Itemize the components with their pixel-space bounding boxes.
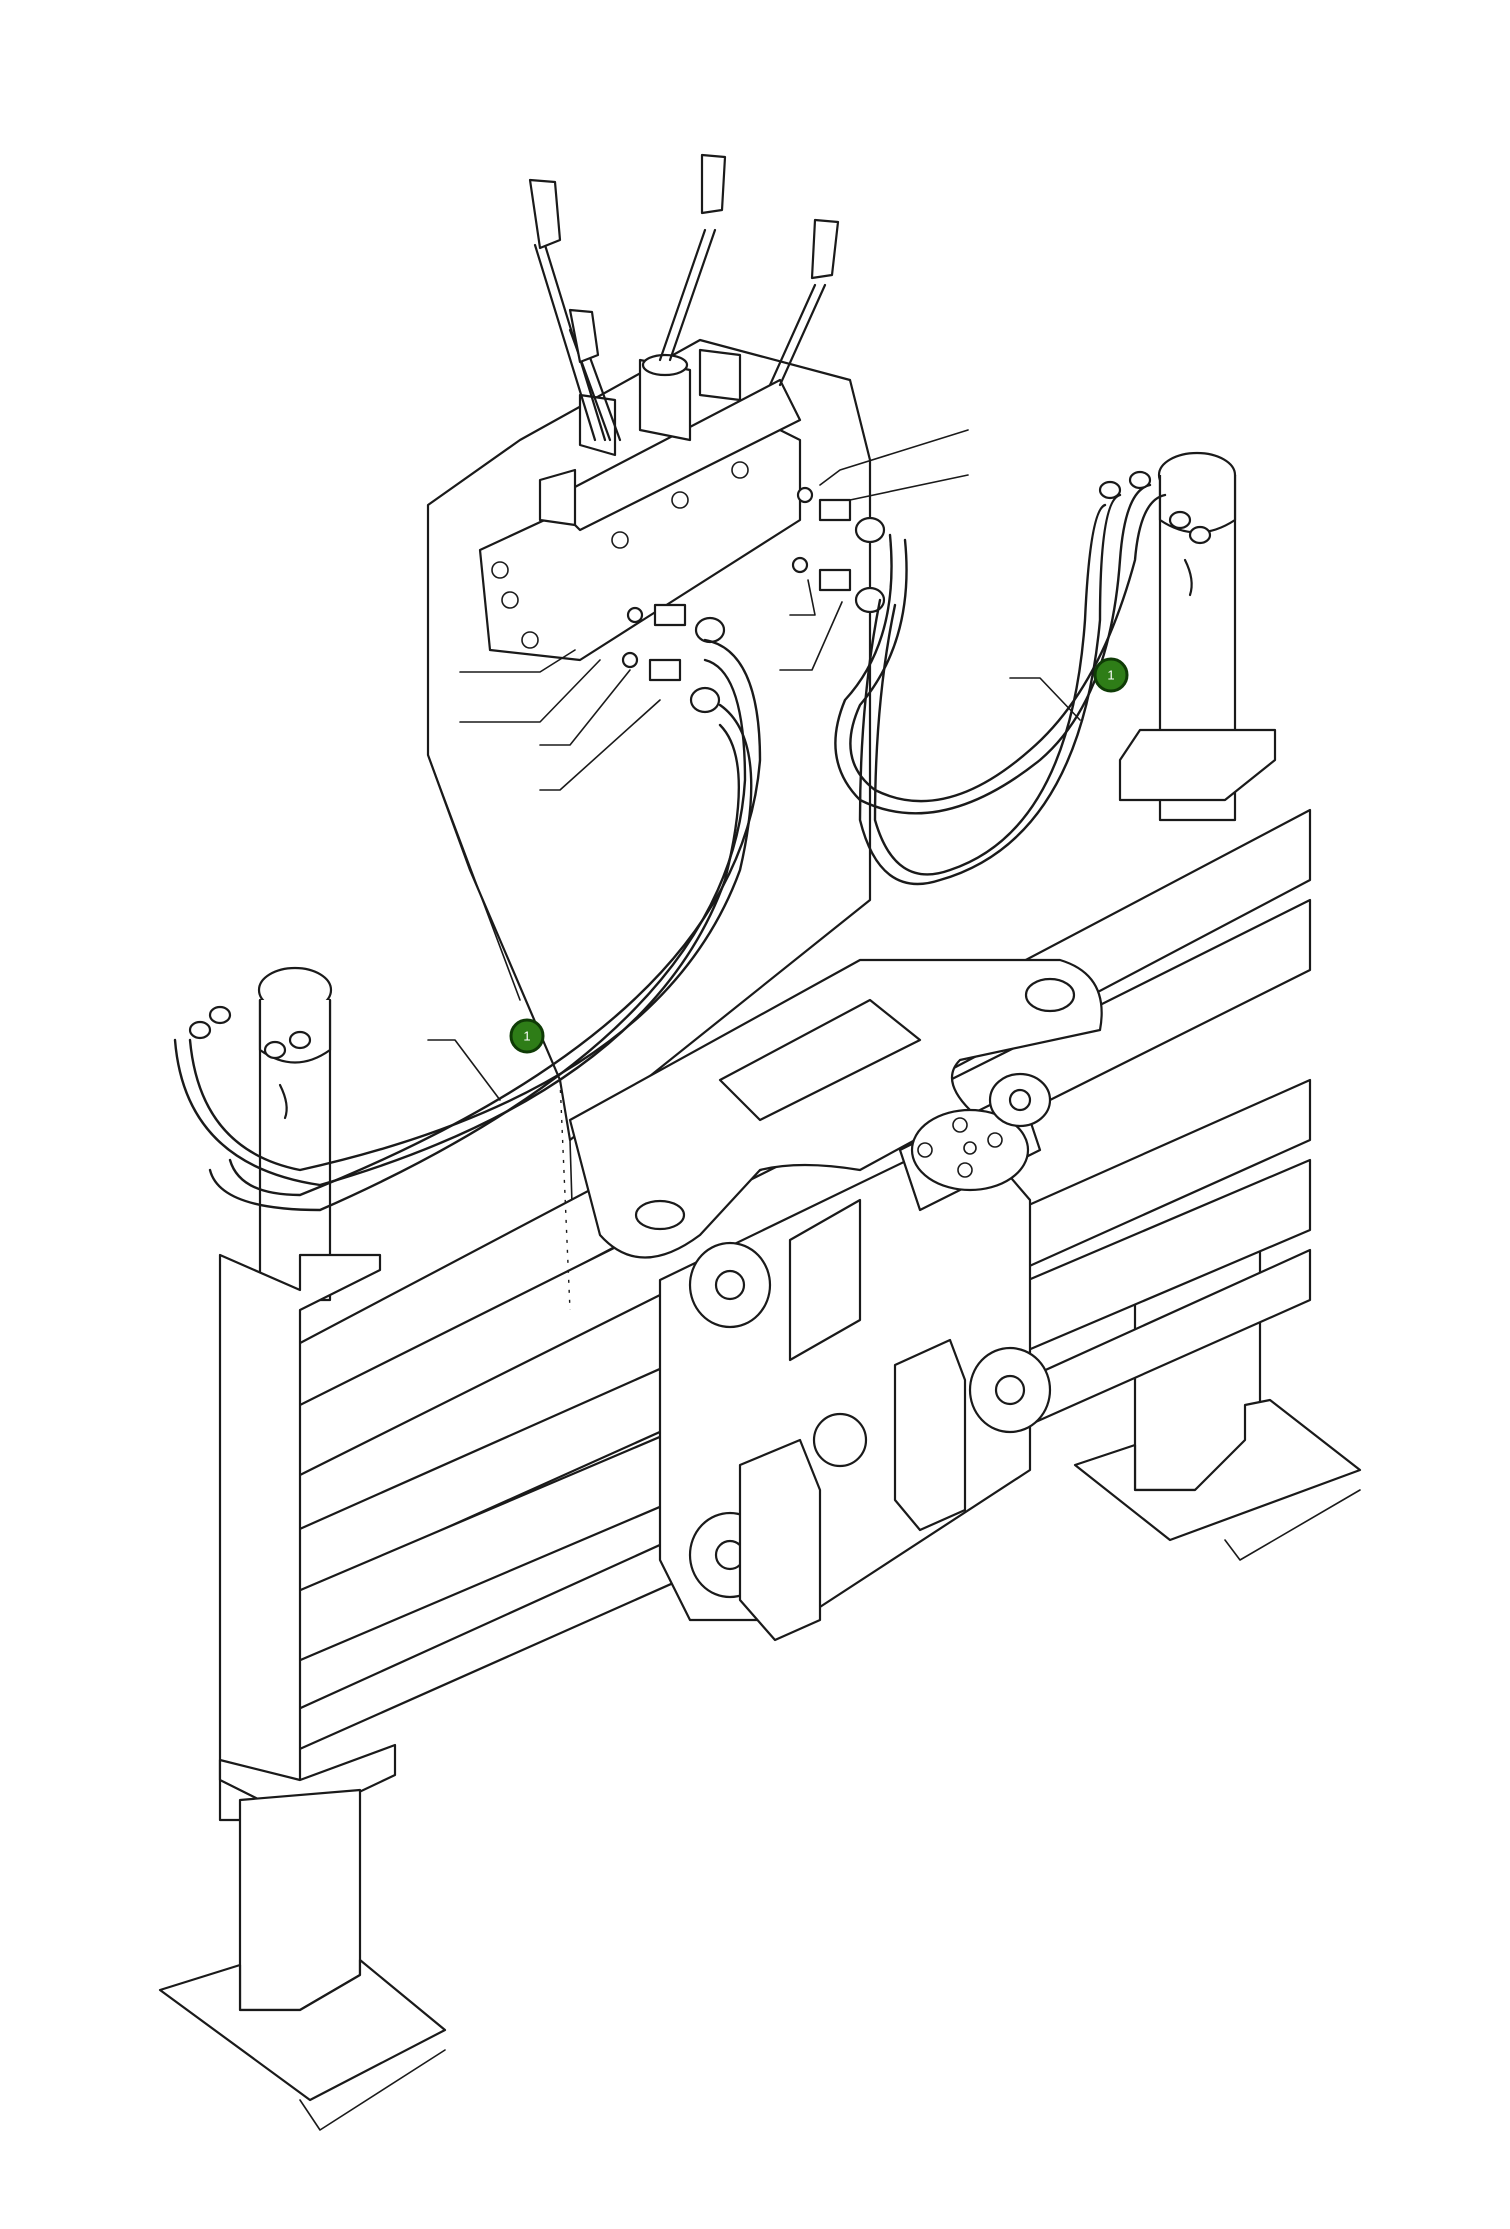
right-upright-post (1118, 451, 1277, 822)
pivot-bracket (568, 958, 1103, 1259)
left-upright-post (158, 966, 447, 2131)
callout-marker-left[interactable]: 1 (509, 1018, 545, 1054)
control-levers (528, 153, 840, 442)
callout-marker-right[interactable]: 1 (1093, 657, 1129, 693)
leader-lines (427, 429, 1081, 1101)
valve-fittings (621, 486, 886, 714)
hoses-left (173, 638, 762, 1212)
hoses-right (834, 470, 1212, 886)
control-valve (478, 348, 802, 662)
carriage-rollers (688, 1241, 1052, 1642)
centre-line (559, 1079, 571, 1311)
